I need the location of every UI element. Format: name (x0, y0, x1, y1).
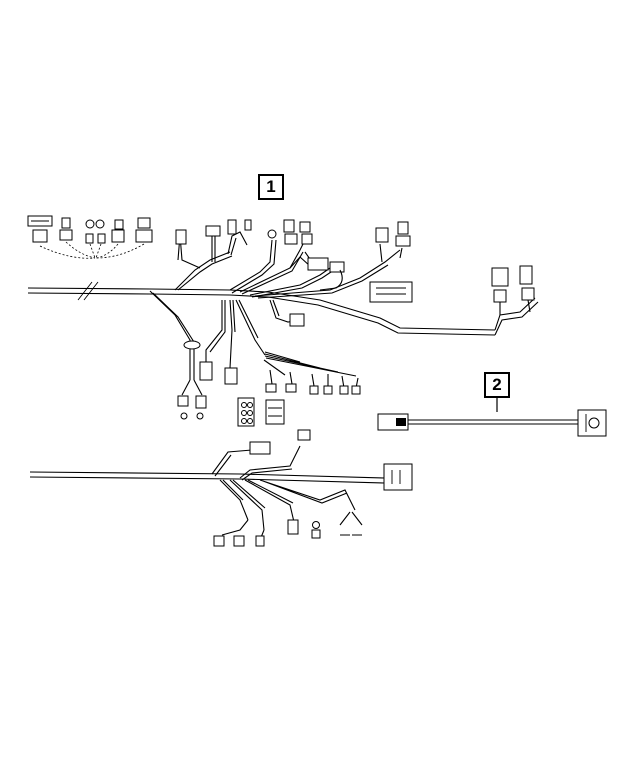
callout-2: 2 (484, 372, 510, 398)
callout-1: 1 (258, 174, 284, 200)
lower-harness (29, 441, 413, 547)
upper-branches (174, 219, 535, 315)
callout-2-label: 2 (492, 375, 502, 394)
lower-drop-branches (149, 290, 361, 441)
upper-left-connectors (27, 215, 153, 259)
callout-1-label: 1 (266, 177, 276, 196)
harness-2-cable (377, 409, 607, 437)
